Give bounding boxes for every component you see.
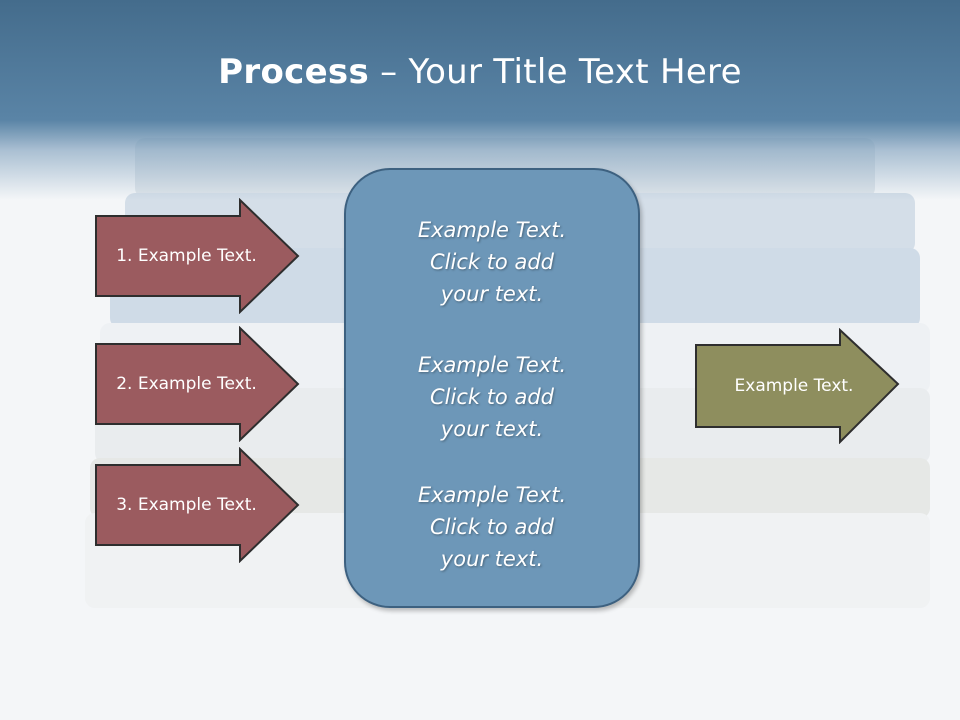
panel-block-3-line3: your text. xyxy=(440,547,544,571)
center-text-panel[interactable]: Example Text. Click to add your text. Ex… xyxy=(344,168,640,608)
arrow-shape xyxy=(95,326,300,442)
arrow-shape xyxy=(695,328,900,444)
panel-block-3-line2: Click to add xyxy=(429,515,554,539)
panel-block-1-line3: your text. xyxy=(440,282,544,306)
panel-block-2-line1: Example Text. xyxy=(417,353,567,377)
panel-block-3-line1: Example Text. xyxy=(417,483,567,507)
output-arrow[interactable]: Example Text. xyxy=(694,328,900,444)
step-label-1: 1. Example Text. xyxy=(116,246,257,266)
step-arrow-3[interactable]: 3. Example Text. xyxy=(94,447,300,563)
header-band xyxy=(0,0,960,200)
panel-block-1-line1: Example Text. xyxy=(417,218,567,242)
title-bold: Process xyxy=(218,52,370,92)
step-arrow-2[interactable]: 2. Example Text. xyxy=(94,326,300,442)
panel-block-2-line2: Click to add xyxy=(429,385,554,409)
step-arrow-1[interactable]: 1. Example Text. xyxy=(94,198,300,314)
step-label-2: 2. Example Text. xyxy=(116,374,257,394)
panel-block-2[interactable]: Example Text. Click to add your text. xyxy=(346,349,638,445)
arrow-shape xyxy=(95,198,300,314)
panel-block-1-line2: Click to add xyxy=(429,250,554,274)
title-rest: – Your Title Text Here xyxy=(369,52,742,92)
panel-block-2-line3: your text. xyxy=(440,417,544,441)
output-label: Example Text. xyxy=(734,376,854,396)
slide-title[interactable]: Process – Your Title Text Here xyxy=(0,52,960,92)
arrow-shape xyxy=(95,447,300,563)
panel-block-1[interactable]: Example Text. Click to add your text. xyxy=(346,214,638,310)
step-label-3: 3. Example Text. xyxy=(116,495,257,515)
panel-block-3[interactable]: Example Text. Click to add your text. xyxy=(346,479,638,575)
